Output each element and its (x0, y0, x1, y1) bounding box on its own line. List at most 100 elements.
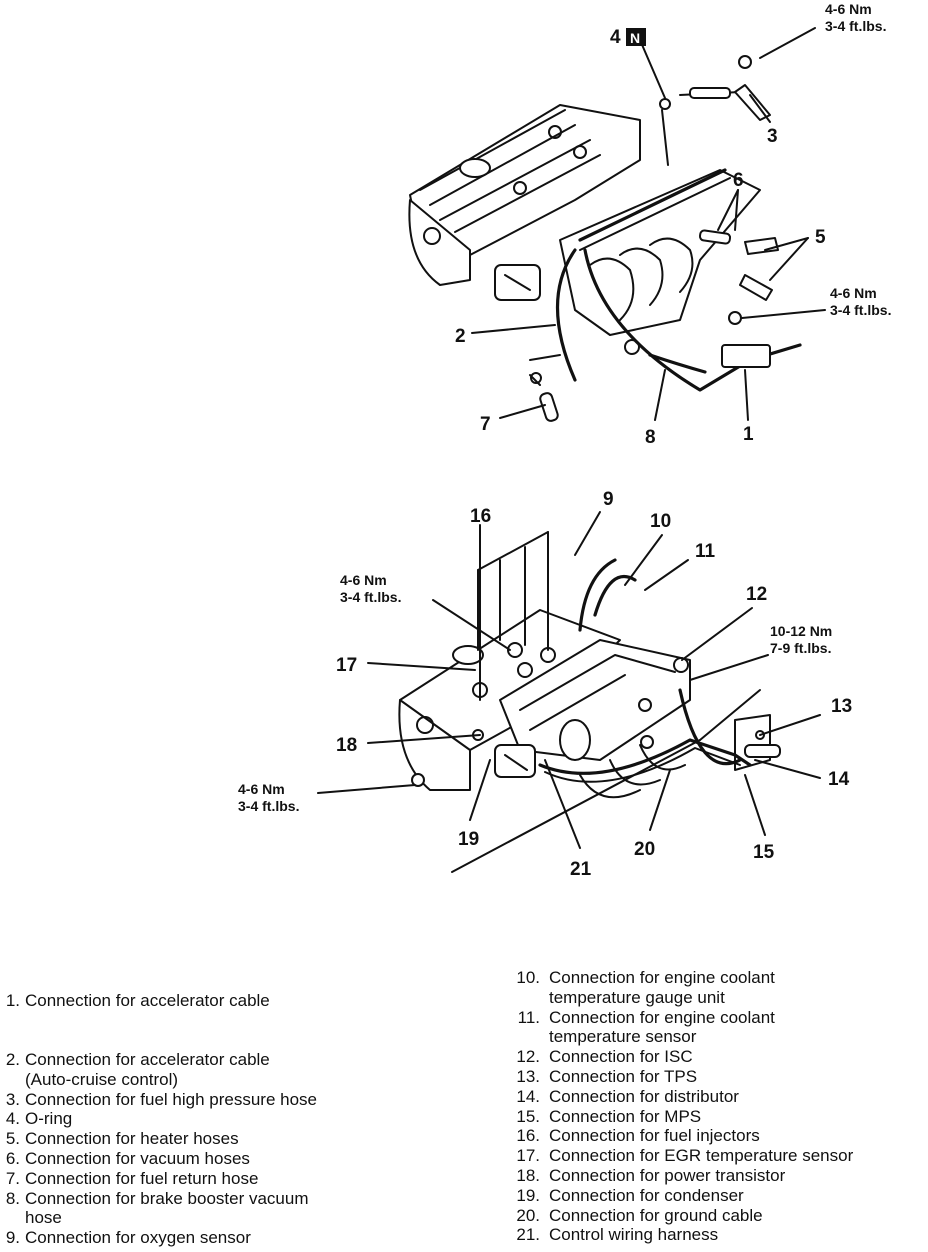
callout-numbers: 1 2 3 4 N 5 6 7 8 9 10 11 12 13 14 15 16… (336, 27, 852, 880)
legend-item: 20. Connection for ground cable (510, 1206, 853, 1226)
callout-8: 8 (645, 427, 656, 448)
legend-number: 1. (5, 991, 20, 1010)
torque-lower-nm: 4-6 Nm (340, 572, 387, 588)
torque-mid-nm: 4-6 Nm (830, 285, 877, 301)
upper-leader-lines (471, 27, 826, 421)
legend-text: Connection for EGR temperature sensor (549, 1146, 854, 1166)
legend-item: 7. Connection for fuel return hose (0, 1169, 317, 1189)
legend-text: Connection for vacuum hoses (25, 1148, 250, 1168)
legend-text: Connection for oxygen sensor (25, 1228, 251, 1248)
legend-text: Connection for ISC (549, 1047, 693, 1067)
callout-16: 16 (470, 506, 491, 527)
legend-item: 11. Connection for engine coolant temper… (510, 1008, 853, 1048)
callout-9: 9 (603, 489, 614, 510)
legend-item: 8. Connection for brake booster vacuum h… (0, 1189, 317, 1229)
legend-text: Connection for condenser (549, 1185, 744, 1205)
callout-17: 17 (336, 655, 357, 676)
callout-3: 3 (767, 126, 778, 147)
lower-leader-lines (317, 511, 821, 849)
legend-text: Connection for accelerator cable (25, 991, 270, 1010)
callout-5: 5 (815, 227, 826, 248)
legend-number: 3. (5, 1089, 20, 1109)
legend-text: Connection for engine coolant temperatur… (549, 968, 775, 1007)
legend-number: 10. (516, 968, 540, 987)
legend-number: 16. (516, 1126, 540, 1146)
legend-number: 18. (516, 1165, 540, 1185)
legend-item: 19. Connection for condenser (510, 1186, 853, 1206)
callout-1: 1 (743, 424, 754, 445)
legend-text: Connection for distributor (549, 1086, 739, 1106)
legend-number: 7. (5, 1168, 20, 1188)
new-part-badge-label: N (630, 30, 640, 46)
new-part-badge (626, 28, 646, 46)
torque-right-nm: 10-12 Nm (770, 623, 832, 639)
legend-number: 8. (5, 1188, 20, 1208)
callout-14: 14 (828, 769, 850, 790)
legend-text: Connection for engine coolant temperatur… (549, 1007, 775, 1047)
legend-item: 4. O-ring (0, 1109, 317, 1129)
legend-item: 12. Connection for ISC (510, 1047, 853, 1067)
legend-left-column: 1. Connection for accelerator cable 2. C… (0, 991, 317, 1248)
callout-10: 10 (650, 511, 671, 532)
legend-text: Connection for fuel high pressure hose (25, 1089, 318, 1109)
legend-text: Connection for fuel return hose (25, 1168, 259, 1188)
legend-text: Connection for MPS (549, 1106, 702, 1126)
legend-item: 5. Connection for heater hoses (0, 1129, 317, 1149)
callout-21: 21 (570, 859, 592, 880)
callout-2: 2 (455, 326, 466, 347)
torque-left-nm: 4-6 Nm (238, 781, 285, 797)
legend-number: 12. (516, 1047, 540, 1067)
legend-number: 15. (516, 1106, 540, 1126)
callout-18: 18 (336, 735, 357, 756)
torque-right-ft: 7-9 ft.lbs. (770, 640, 831, 656)
torque-left-ft: 3-4 ft.lbs. (238, 798, 299, 814)
legend-number: 21. (516, 1225, 540, 1245)
callout-20: 20 (634, 839, 655, 860)
torque-top-ft: 3-4 ft.lbs. (825, 18, 886, 34)
engine-diagram: 1 2 3 4 N 5 6 7 8 9 10 11 12 13 14 15 16… (238, 1, 891, 880)
legend-item: 10. Connection for engine coolant temper… (510, 968, 853, 1008)
legend-item: 1. Connection for accelerator cable (0, 991, 317, 1050)
torque-mid-ft: 3-4 ft.lbs. (830, 302, 891, 318)
legend-item: 18. Connection for power transistor (510, 1166, 853, 1186)
legend-item: 21. Control wiring harness (510, 1225, 853, 1245)
legend-text: Control wiring harness (549, 1225, 719, 1245)
legend-text: Connection for power transistor (549, 1165, 786, 1185)
callout-12: 12 (746, 584, 767, 605)
upper-engine-drawing (408, 55, 802, 422)
callout-7: 7 (480, 414, 491, 435)
legend-text: Connection for ground cable (549, 1205, 763, 1225)
legend-item: 9. Connection for oxygen sensor (0, 1228, 317, 1248)
callout-13: 13 (831, 696, 852, 717)
legend-item: 3. Connection for fuel high pressure hos… (0, 1090, 317, 1110)
legend-item: 6. Connection for vacuum hoses (0, 1149, 317, 1169)
legend-text: Connection for brake booster vacuum hose (25, 1188, 309, 1228)
legend-number: 14. (516, 1086, 540, 1106)
legend-right-column: 10. Connection for engine coolant temper… (510, 968, 853, 1245)
legend-item: 13. Connection for TPS (510, 1067, 853, 1087)
legend-text: Connection for TPS (549, 1066, 698, 1086)
legend-item: 2. Connection for accelerator cable (Aut… (0, 1050, 317, 1090)
legend-number: 4. (5, 1109, 20, 1129)
callout-6: 6 (733, 170, 744, 191)
legend-number: 20. (516, 1205, 540, 1225)
legend-number: 13. (516, 1066, 540, 1086)
legend-text: O-ring (25, 1109, 73, 1129)
legend-item: 14. Connection for distributor (510, 1087, 853, 1107)
legend-text: Connection for fuel injectors (549, 1126, 760, 1146)
legend-item: 15. Connection for MPS (510, 1107, 853, 1127)
torque-specs: 4-6 Nm 3-4 ft.lbs. 4-6 Nm 3-4 ft.lbs. 4-… (238, 1, 891, 814)
torque-top-nm: 4-6 Nm (825, 1, 872, 17)
torque-lower-ft: 3-4 ft.lbs. (340, 589, 401, 605)
legend-number: 5. (5, 1129, 20, 1149)
lower-engine-drawing (398, 531, 781, 873)
legend-number: 19. (516, 1185, 540, 1205)
callout-19: 19 (458, 829, 479, 850)
legend-item: 16. Connection for fuel injectors (510, 1126, 853, 1146)
legend-number: 9. (5, 1228, 20, 1248)
legend-number: 2. (5, 1050, 20, 1069)
legend-text: Connection for accelerator cable (Auto-c… (25, 1050, 270, 1089)
callout-4: 4 (610, 27, 621, 48)
callout-11: 11 (695, 541, 716, 562)
callout-15: 15 (753, 842, 775, 863)
